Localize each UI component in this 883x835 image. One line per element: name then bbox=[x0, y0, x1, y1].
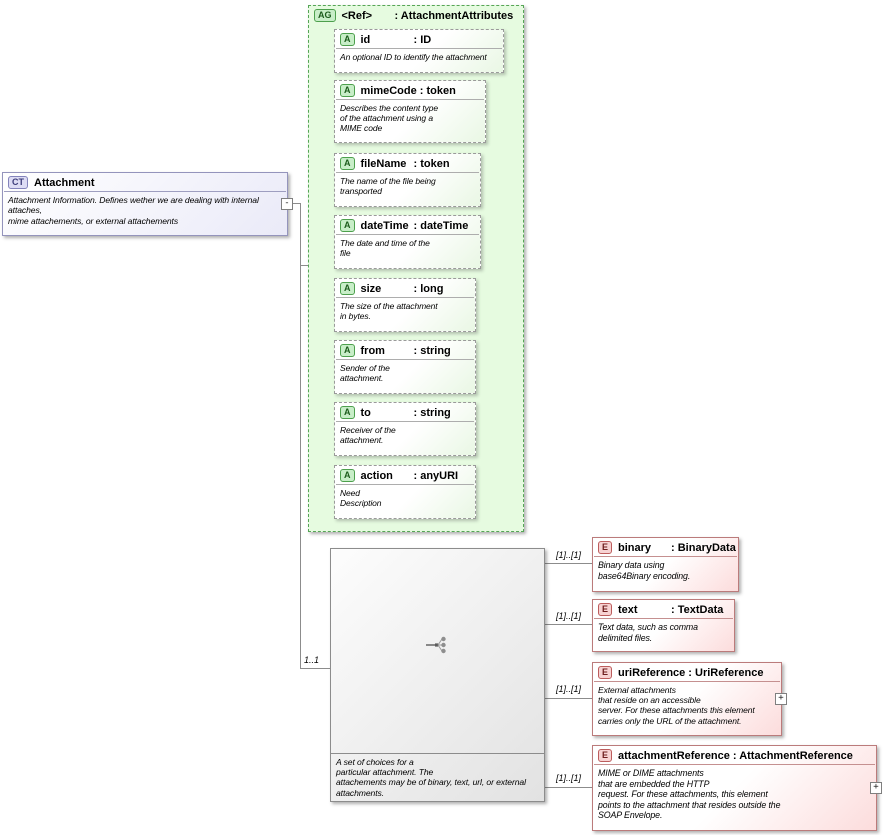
attribute-name: fileName bbox=[360, 157, 407, 170]
choice-compositor[interactable]: A set of choices for a particular attach… bbox=[330, 548, 545, 802]
attribute-badge-icon: A bbox=[340, 469, 355, 482]
attribute-type: : ID bbox=[413, 33, 432, 46]
attribute-badge-icon: A bbox=[340, 282, 355, 295]
complex-type-attachment[interactable]: CT Attachment Attachment Information. De… bbox=[2, 172, 288, 236]
choice-branch-icon bbox=[426, 636, 446, 654]
complex-type-name: Attachment bbox=[34, 176, 95, 189]
attribute-annotation: An optional ID to identify the attachmen… bbox=[336, 48, 502, 65]
connector-attachment-reference bbox=[543, 787, 592, 788]
element-type: : BinaryData bbox=[671, 541, 736, 554]
element-name: text bbox=[618, 603, 638, 616]
collapse-handle-attachment[interactable]: - bbox=[281, 198, 293, 210]
element-name: attachmentReference bbox=[618, 749, 730, 762]
attribute-type: : string bbox=[413, 406, 451, 419]
attribute-name: size bbox=[360, 282, 382, 295]
element-type: : UriReference bbox=[688, 666, 764, 679]
expand-handle-uri-reference[interactable]: + bbox=[775, 693, 787, 705]
attribute-badge-icon: A bbox=[340, 157, 355, 170]
attribute-badge-icon: A bbox=[340, 84, 355, 97]
expand-handle-attachment-reference[interactable]: + bbox=[870, 782, 882, 794]
cardinality-text: [1]..[1] bbox=[556, 611, 582, 621]
element-annotation: MIME or DIME attachments that are embedd… bbox=[594, 764, 875, 824]
cardinality-uri-reference: [1]..[1] bbox=[556, 684, 582, 694]
choice-annotation: A set of choices for a particular attach… bbox=[331, 752, 544, 801]
attribute-annotation: The size of the attachment in bytes. bbox=[336, 297, 474, 324]
attribute-badge-icon: A bbox=[340, 406, 355, 419]
attribute-annotation: The date and time of the file bbox=[336, 234, 479, 261]
attribute-annotation: Sender of the attachment. bbox=[336, 359, 474, 386]
connector-uri-reference bbox=[543, 698, 592, 699]
attribute-group-ref: <Ref> bbox=[341, 9, 373, 22]
attribute-name: action bbox=[360, 469, 393, 482]
connector-trunk bbox=[300, 203, 301, 669]
cardinality-choice: 1..1 bbox=[304, 655, 320, 665]
element-type: : TextData bbox=[671, 603, 724, 616]
connector-binary bbox=[543, 563, 592, 564]
element-badge-icon: E bbox=[598, 541, 613, 554]
element-annotation: External attachments that reside on an a… bbox=[594, 681, 780, 729]
attribute-type: : dateTime bbox=[413, 219, 469, 232]
attribute-type: : long bbox=[413, 282, 444, 295]
connector-text bbox=[543, 624, 592, 625]
attribute-type: : token bbox=[413, 157, 450, 170]
attribute-annotation: Describes the content type of the attach… bbox=[336, 99, 484, 137]
complex-type-annotation: Attachment Information. Defines wether w… bbox=[4, 191, 286, 229]
element-type: : AttachmentReference bbox=[732, 749, 853, 762]
connector-choice bbox=[300, 668, 331, 669]
complex-type-badge-icon: CT bbox=[8, 176, 28, 189]
attribute-name: id bbox=[360, 33, 371, 46]
attribute-group-badge-icon: AG bbox=[314, 9, 336, 22]
cardinality-binary: [1]..[1] bbox=[556, 550, 582, 560]
element-annotation: Binary data using base64Binary encoding. bbox=[594, 556, 737, 584]
attribute-type: : anyURI bbox=[413, 469, 459, 482]
attribute-name: dateTime bbox=[360, 219, 409, 232]
attribute-annotation: The name of the file being transported bbox=[336, 172, 479, 199]
attribute-type: : string bbox=[413, 344, 451, 357]
attribute-name: mimeCode bbox=[360, 84, 417, 97]
complex-type-header: CT Attachment bbox=[3, 173, 287, 191]
element-badge-icon: E bbox=[598, 603, 613, 616]
attribute-annotation: Need Description bbox=[336, 484, 474, 511]
element-badge-icon: E bbox=[598, 749, 613, 762]
attribute-group-type: : AttachmentAttributes bbox=[394, 9, 514, 22]
attribute-group-header: AG <Ref> : AttachmentAttributes bbox=[309, 6, 523, 24]
element-annotation: Text data, such as comma delimited files… bbox=[594, 618, 733, 646]
attribute-type: : token bbox=[419, 84, 456, 97]
element-name: uriReference bbox=[618, 666, 686, 679]
cardinality-attachment-reference: [1]..[1] bbox=[556, 773, 582, 783]
attribute-name: to bbox=[360, 406, 371, 419]
element-badge-icon: E bbox=[598, 666, 613, 679]
attribute-badge-icon: A bbox=[340, 219, 355, 232]
attribute-annotation: Receiver of the attachment. bbox=[336, 421, 474, 448]
element-name: binary bbox=[618, 541, 652, 554]
connector-attribute-group bbox=[300, 265, 309, 266]
attribute-name: from bbox=[360, 344, 385, 357]
attribute-badge-icon: A bbox=[340, 344, 355, 357]
attribute-badge-icon: A bbox=[340, 33, 355, 46]
connector-ct-branch bbox=[292, 203, 301, 204]
